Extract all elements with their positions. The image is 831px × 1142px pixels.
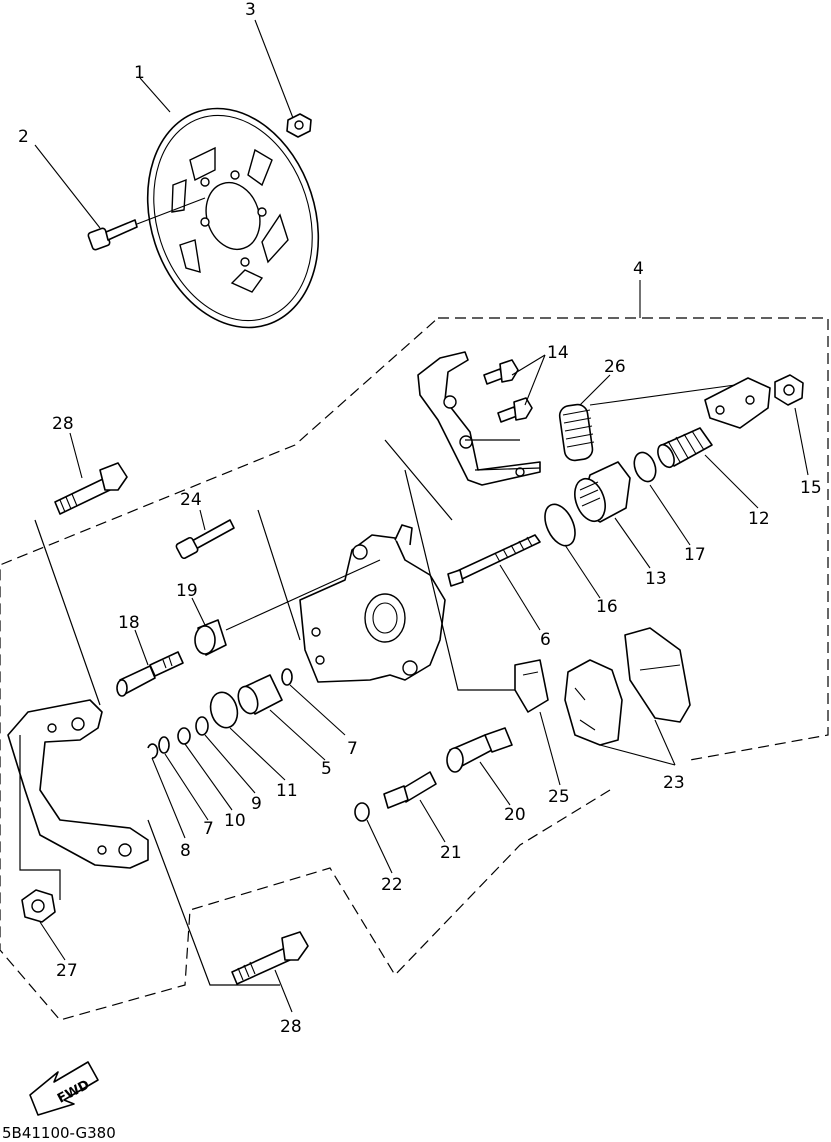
label-23: 23 <box>663 773 685 793</box>
label-5: 5 <box>321 759 332 779</box>
label-22: 22 <box>381 875 403 895</box>
boot-19 <box>194 619 227 656</box>
pin-21 <box>383 771 437 809</box>
clip-8 <box>147 743 159 759</box>
label-25: 25 <box>548 787 570 807</box>
connector-lines <box>19 439 541 986</box>
mounting-bracket <box>7 699 149 869</box>
label-28a: 28 <box>52 414 74 434</box>
sleeve-5 <box>237 674 283 715</box>
shim-25 <box>514 659 549 713</box>
disc-nut <box>286 113 312 138</box>
label-21: 21 <box>440 843 462 863</box>
return-spring <box>558 403 595 462</box>
label-24: 24 <box>180 490 202 510</box>
brake-pads <box>564 627 691 746</box>
ring-9 <box>195 716 209 736</box>
bolt-28-upper <box>54 462 128 515</box>
assembly-boundary <box>0 317 829 1021</box>
label-15: 15 <box>800 478 822 498</box>
label-16: 16 <box>596 597 618 617</box>
label-20: 20 <box>504 805 526 825</box>
label-3: 3 <box>245 0 256 20</box>
ring-11 <box>209 691 239 729</box>
brake-disc <box>146 107 320 329</box>
label-10: 10 <box>224 811 246 831</box>
label-17: 17 <box>684 545 706 565</box>
pin-18 <box>116 651 184 697</box>
label-2: 2 <box>18 127 29 147</box>
o-ring-17 <box>633 451 657 483</box>
label-14: 14 <box>547 343 569 363</box>
label-28b: 28 <box>280 1017 302 1037</box>
guide-line-19 <box>225 559 381 631</box>
leader-lines <box>34 19 809 1013</box>
label-12: 12 <box>748 509 770 529</box>
fwd-arrow-icon: FWD <box>29 1061 99 1116</box>
adjuster-housing <box>574 461 631 523</box>
lever-nut <box>774 374 804 406</box>
shaft <box>447 534 541 587</box>
label-6: 6 <box>540 630 551 650</box>
washer-22 <box>354 802 370 822</box>
label-18: 18 <box>118 613 140 633</box>
disc-bolt <box>87 197 206 251</box>
pin-24 <box>175 519 235 560</box>
label-4: 4 <box>633 259 644 279</box>
label-11: 11 <box>276 781 298 801</box>
ring-10 <box>177 727 191 745</box>
label-7a: 7 <box>347 739 358 759</box>
label-13: 13 <box>645 569 667 589</box>
label-9: 9 <box>251 794 262 814</box>
label-27: 27 <box>56 961 78 981</box>
bracket-bolt-lower <box>497 397 533 423</box>
ring-7-left <box>158 736 170 754</box>
bracket-bolt-upper <box>483 359 519 385</box>
caliper-bracket <box>417 351 541 486</box>
bolt-28-lower <box>231 931 309 985</box>
ring-7-right <box>281 668 293 686</box>
label-26: 26 <box>604 357 626 377</box>
boot-20 <box>446 727 513 773</box>
lever-plate <box>704 377 771 429</box>
part-labels: 1 2 3 4 5 6 7 7 8 9 10 11 12 13 14 15 16… <box>18 0 822 1037</box>
diagram-code: 5B41100-G380 <box>2 1124 116 1142</box>
label-1: 1 <box>134 63 145 83</box>
adjuster <box>657 427 713 469</box>
caliper-body <box>299 524 446 683</box>
label-7b: 7 <box>203 819 214 839</box>
o-ring-16 <box>544 503 576 547</box>
bracket-nut <box>21 889 56 923</box>
label-8: 8 <box>180 841 191 861</box>
label-19: 19 <box>176 581 198 601</box>
